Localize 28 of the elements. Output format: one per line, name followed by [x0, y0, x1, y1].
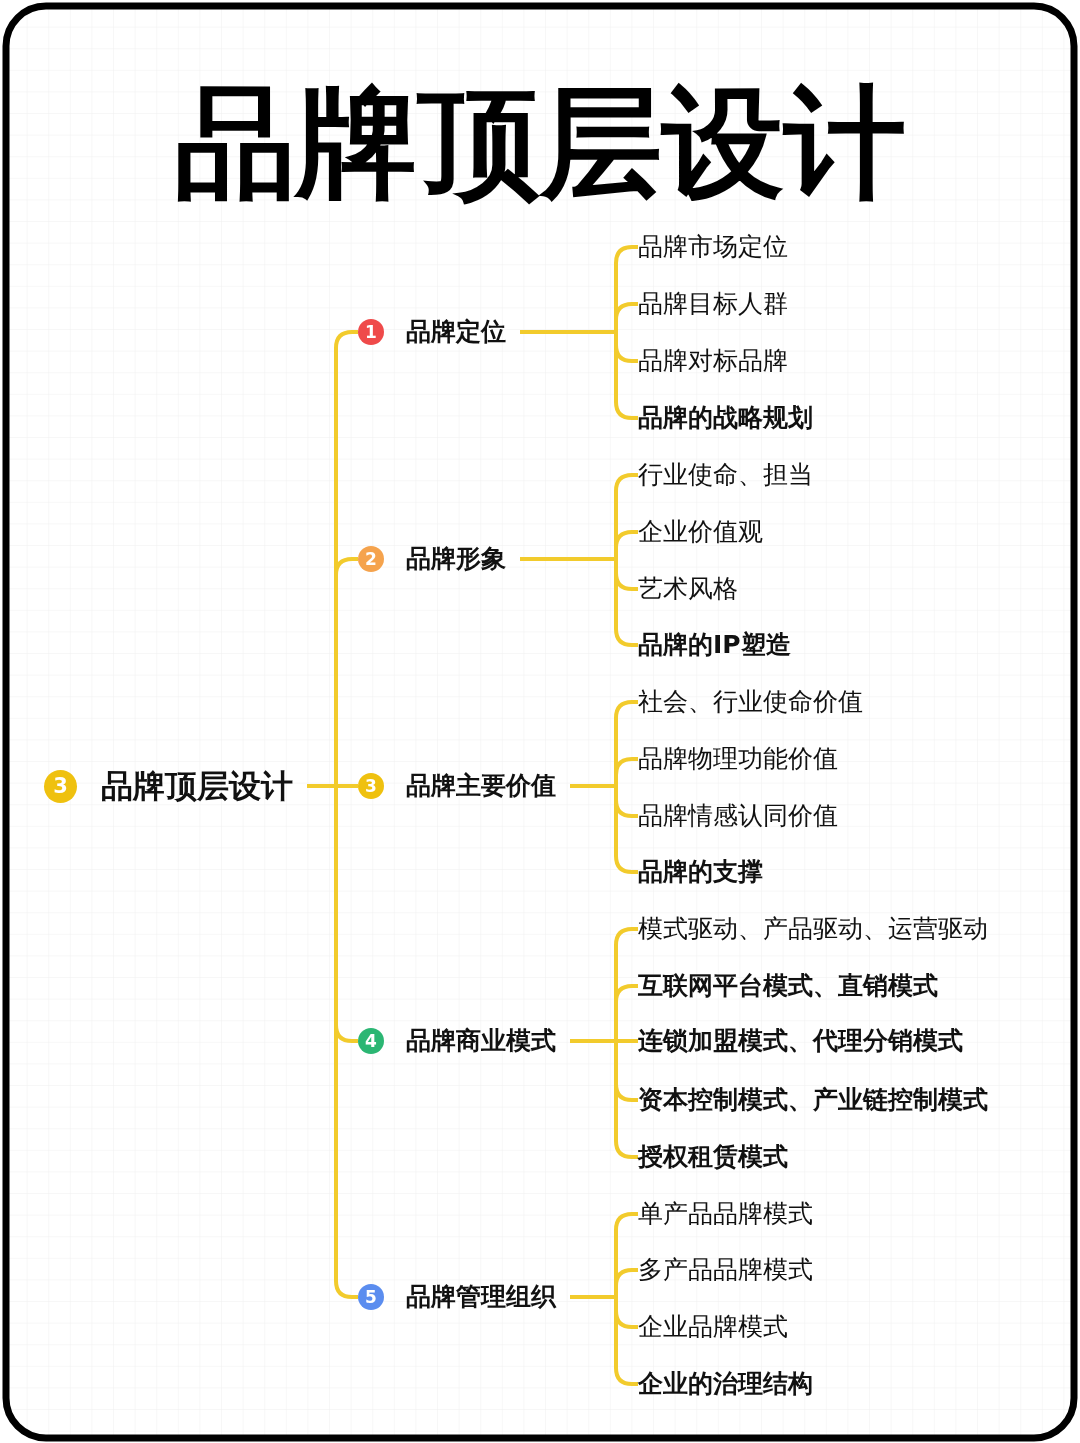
branch-topic: 品牌定位: [406, 316, 506, 348]
subtopic-text: 品牌的支撑: [638, 855, 763, 889]
subtopic-text: 连锁加盟模式、代理分销模式: [638, 1024, 963, 1058]
root-topic: 品牌顶层设计: [101, 766, 293, 806]
subtopic-text: 行业使命、担当: [638, 458, 813, 492]
subtopic-text: 企业价值观: [638, 515, 763, 549]
branch-topic: 品牌商业模式: [406, 1025, 556, 1057]
branch-topic: 品牌形象: [406, 543, 506, 575]
subtopic-text: 企业品牌模式: [638, 1310, 788, 1344]
subtopic-text: 授权租赁模式: [638, 1140, 788, 1174]
subtopic-text: 品牌市场定位: [638, 230, 788, 264]
subtopic-text: 模式驱动、产品驱动、运营驱动: [638, 912, 988, 946]
branch-topic: 品牌管理组织: [406, 1281, 556, 1313]
subtopic-text: 品牌物理功能价值: [638, 742, 838, 776]
subtopic-text: 品牌对标品牌: [638, 344, 788, 378]
subtopic-text: 品牌情感认同价值: [638, 799, 838, 833]
subtopic-text: 多产品品牌模式: [638, 1253, 813, 1287]
subtopic-text: 社会、行业使命价值: [638, 685, 863, 719]
subtopic-text: 单产品品牌模式: [638, 1197, 813, 1231]
title: 品牌顶层设计: [174, 71, 906, 216]
subtopic-text: 品牌目标人群: [638, 287, 788, 321]
subtopic-text: 企业的治理结构: [638, 1367, 813, 1401]
subtopic-text: 品牌的战略规划: [638, 401, 813, 435]
subtopic-text: 品牌的IP塑造: [638, 628, 791, 662]
subtopic-text: 资本控制模式、产业链控制模式: [638, 1083, 988, 1117]
subtopic-text: 艺术风格: [638, 572, 738, 606]
subtopic-text: 互联网平台模式、直销模式: [638, 969, 938, 1003]
branch-topic: 品牌主要价值: [406, 770, 556, 802]
